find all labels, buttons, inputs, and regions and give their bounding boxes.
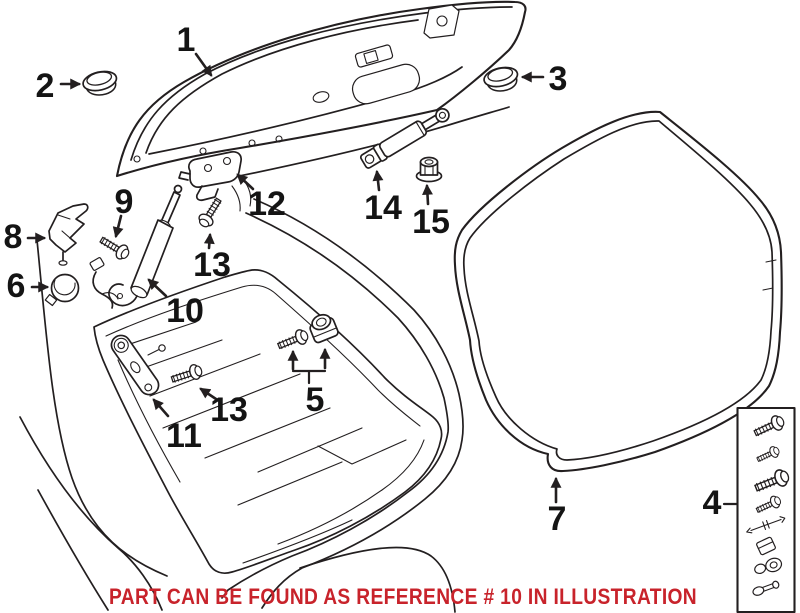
arrow-13a [203, 232, 215, 250]
body-silhouette [253, 198, 464, 609]
hinge-bracket [178, 151, 242, 202]
callout-13: 13 [210, 391, 248, 429]
hardware-kit-box [736, 406, 796, 613]
callout-6: 6 [7, 267, 26, 305]
gas-strut-left [108, 184, 183, 307]
callout-7: 7 [548, 500, 567, 538]
panel-hole [312, 91, 330, 103]
license-lamp [354, 44, 394, 68]
fender-line [19, 416, 163, 611]
latch-bracket [48, 203, 89, 266]
strut-body [378, 120, 428, 158]
screw-13-lower [169, 362, 205, 388]
arrow-12 [236, 173, 255, 191]
harness-branch [101, 292, 119, 300]
arrow-11 [152, 398, 170, 418]
panel-hole [275, 135, 283, 143]
arrow-14 [372, 169, 384, 192]
fender-line [37, 489, 109, 611]
arrow-1 [194, 52, 213, 77]
pillar-line [221, 212, 450, 599]
kit-push-rivet [752, 580, 780, 596]
hatch-aperture [93, 269, 443, 574]
license-recess [351, 63, 421, 105]
aperture-jamb-line [105, 284, 421, 427]
kit-box-frame [736, 406, 796, 613]
weatherstrip-seal [453, 110, 783, 473]
harness-connector [89, 257, 105, 271]
bumper-corner-line [299, 546, 456, 613]
callout-5: 5 [306, 381, 325, 419]
wiring-harness [89, 257, 119, 309]
aperture-jamb-line [117, 359, 181, 483]
gas-strut-right [359, 107, 450, 169]
panel-hole [248, 139, 256, 147]
callout-10: 10 [166, 292, 204, 330]
lamp-window [363, 49, 379, 65]
seal-inner-line [462, 120, 774, 461]
sill-line [242, 519, 353, 564]
callout-1: 1 [177, 21, 196, 59]
callout-14: 14 [364, 189, 402, 227]
strut-eyelet [435, 107, 450, 123]
cap-plug-left [80, 67, 121, 100]
body-line [231, 185, 241, 212]
foot-hole [116, 292, 124, 300]
kit-clip [756, 536, 776, 556]
callout-8: 8 [4, 218, 23, 256]
mount-bracket-11 [110, 334, 166, 396]
callout-13: 13 [193, 246, 231, 284]
screw-9 [96, 232, 133, 263]
callout-3: 3 [549, 60, 568, 98]
clip-nut-5 [309, 313, 339, 344]
kit-stud-pin [746, 516, 786, 534]
panel-hole [199, 147, 207, 155]
liftgate-panel [115, 0, 527, 183]
spoiler-crease [130, 6, 513, 161]
arrow-10 [147, 278, 168, 298]
callout-4: 4 [703, 484, 722, 522]
bracket-5 [291, 369, 327, 385]
reference-note: PART CAN BE FOUND AS REFERENCE # 10 IN I… [109, 584, 697, 609]
glass-lower-edge [148, 66, 463, 155]
strut-foot-bracket [108, 283, 138, 307]
grommet [44, 273, 80, 307]
window-inset [145, 19, 419, 154]
lock-hole [436, 15, 448, 27]
seal-seam-mark [762, 259, 777, 291]
callout-9: 9 [115, 183, 134, 221]
aperture-jamb-line [277, 439, 425, 545]
seal-outer-line [453, 110, 783, 473]
arrow-9 [112, 214, 124, 239]
bolt-5 [275, 326, 311, 354]
callout-12: 12 [248, 185, 286, 223]
arrow-15 [422, 183, 433, 206]
fender-line [36, 239, 168, 577]
liftgate-outline [115, 0, 527, 178]
strut-ball-end [173, 184, 183, 194]
kit-fasteners [746, 412, 792, 596]
callout-2: 2 [36, 67, 55, 105]
callout-15: 15 [412, 203, 450, 241]
callout-arrows [26, 52, 739, 506]
flange-nut-15 [415, 156, 443, 183]
arrow-13b [199, 387, 218, 401]
callout-11: 11 [166, 417, 202, 455]
kit-grommet-screw [754, 557, 783, 575]
lock-detail [423, 4, 460, 39]
panel-hole [133, 155, 141, 163]
